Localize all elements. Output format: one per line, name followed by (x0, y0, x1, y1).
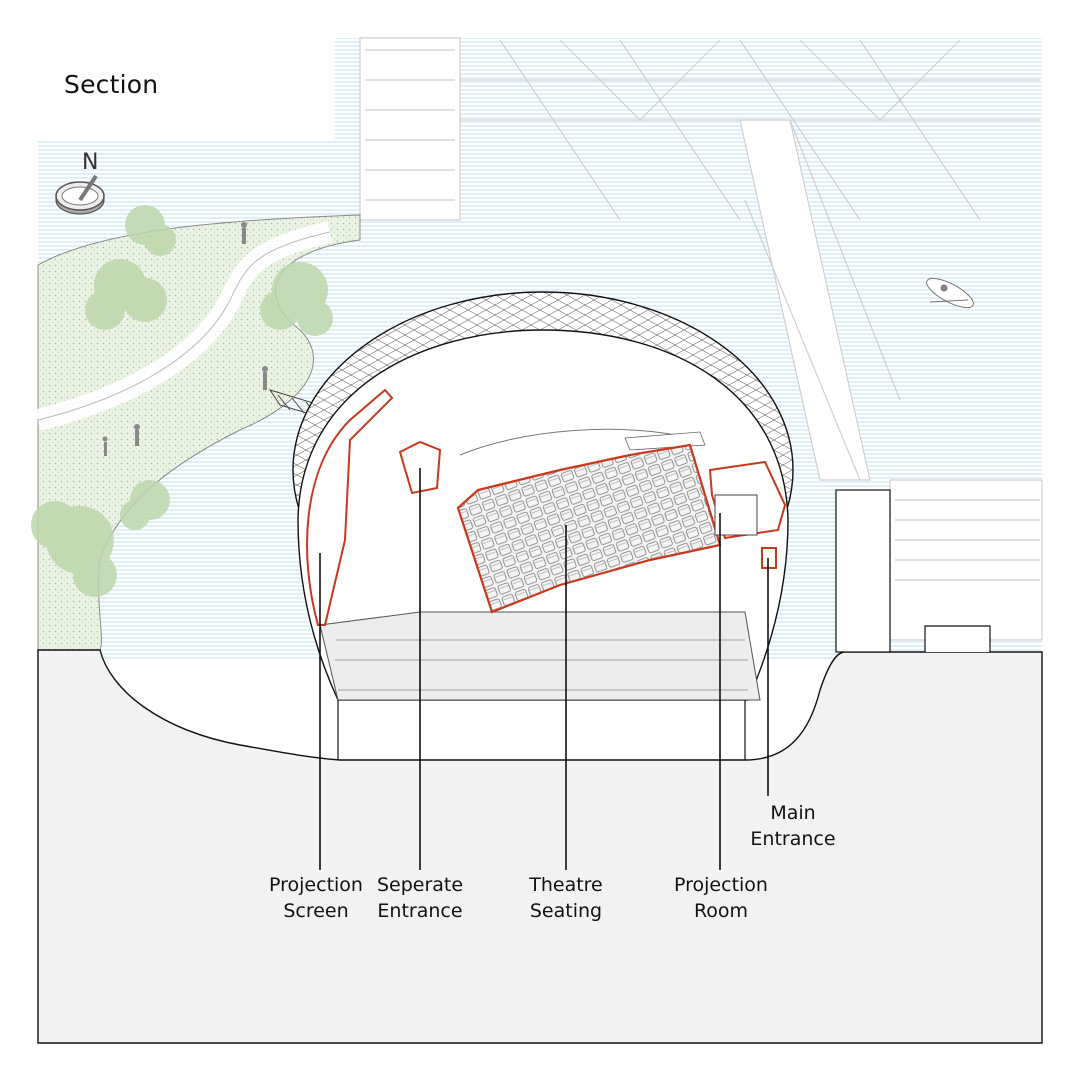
north-arrow-icon (55, 174, 105, 215)
ground-section (37, 649, 1043, 1044)
label-line: Room (693, 900, 749, 922)
label-line: Theatre (529, 874, 603, 896)
label-theatre-seating: Theatre Seating (511, 872, 621, 924)
main-entrance-box[interactable] (761, 547, 777, 569)
label-line: Seperate (376, 874, 464, 896)
trees (31, 205, 333, 597)
boat-icon (926, 277, 974, 309)
label-main-entrance: Main Entrance (740, 800, 846, 852)
label-line: Main (770, 802, 816, 824)
label-projection-room: Projection Room (665, 872, 777, 924)
theatre-seating-block[interactable] (456, 443, 722, 614)
projection-screen-outline[interactable] (306, 388, 394, 626)
label-line: Seating (529, 900, 603, 922)
separate-entrance-box[interactable] (398, 440, 442, 495)
right-building (835, 489, 991, 653)
label-projection-screen: Projection Screen (240, 872, 392, 924)
label-line: Screen (283, 900, 349, 922)
label-separate-entrance: Seperate Entrance (365, 872, 475, 924)
background-structure (359, 37, 1043, 641)
label-line: Entrance (750, 828, 836, 850)
label-line: Projection (674, 874, 768, 896)
label-line: Entrance (377, 900, 463, 922)
north-label: N (82, 150, 99, 175)
leader-lines (319, 468, 769, 870)
page-title: Section (64, 70, 159, 99)
label-line: Projection (269, 874, 363, 896)
